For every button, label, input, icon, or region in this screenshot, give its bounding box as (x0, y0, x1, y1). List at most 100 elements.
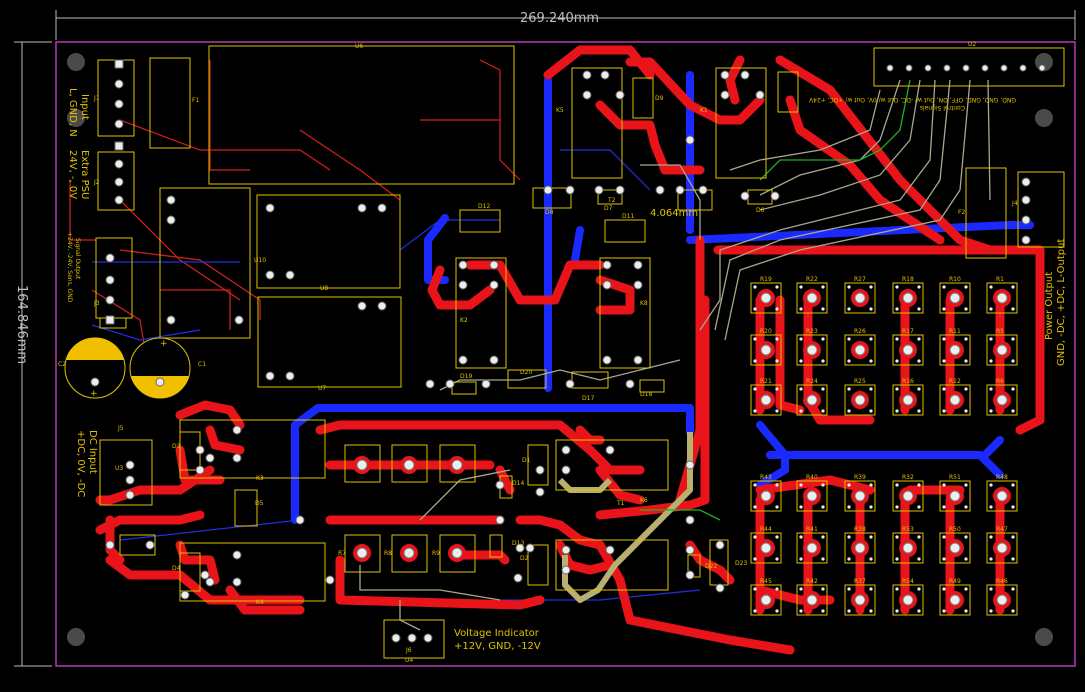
top-resistor: R25 (844, 378, 876, 416)
resistor-ref: R18 (902, 276, 914, 283)
blue-power-traces (291, 71, 1034, 524)
resistor-ref: R25 (854, 378, 866, 385)
ref-label: J2 (93, 179, 100, 186)
ref-label: D7 (604, 205, 613, 212)
bottom-resistor: R54 (892, 578, 924, 616)
bottom-resistor: R41 (796, 526, 828, 564)
resistor-ref: R46 (996, 578, 1008, 585)
bottom-resistor: R39 (844, 474, 876, 512)
ref-label: D12 (478, 203, 490, 210)
top-resistor: R20 (750, 328, 782, 366)
resistor-ref: R49 (949, 578, 961, 585)
ref-label: U8 (320, 285, 328, 292)
resistor-ref: R6 (996, 378, 1004, 385)
height-dimension: 164.846mm (14, 285, 29, 364)
ref-label: D9 (655, 95, 664, 102)
resistor-ref: R1 (996, 276, 1004, 283)
top-resistor: R26 (844, 328, 876, 366)
resistor-ref: R9 (432, 550, 440, 557)
ref-label: J3 (93, 300, 100, 307)
voltage-indicator-pins-label: +12V, GND, -12V (454, 641, 541, 652)
resistor-ref: R50 (949, 526, 961, 533)
dc-input-pins-label: +DC, 0V, -DC (75, 430, 86, 497)
ref-label: D13 (512, 540, 524, 547)
resistor-ref: R43 (760, 474, 772, 481)
signal-output-label: Signal Output (74, 238, 81, 280)
power-output-pins-label: GND, -DC, +DC, L-Output (1056, 239, 1067, 366)
top-resistor: R17 (892, 328, 924, 366)
resistor-ref: R22 (806, 276, 818, 283)
resistor-ref: R41 (806, 526, 818, 533)
bottom-resistor: R37 (844, 578, 876, 616)
top-resistor: R27 (844, 276, 876, 314)
ref-label: U2 (968, 41, 976, 48)
resistor-ref: R17 (902, 328, 914, 335)
ref-label: U10 (254, 257, 266, 264)
bottom-resistor: R47 (986, 526, 1018, 564)
resistor-ref: R44 (760, 526, 772, 533)
ref-label: J6 (405, 647, 412, 654)
resistor-ref: R8 (384, 550, 392, 557)
ref-label: D14 (512, 480, 524, 487)
ref-label: J5 (117, 425, 124, 432)
resistor-ref: R19 (760, 276, 772, 283)
bottom-resistor: R53 (892, 526, 924, 564)
bottom-resistor: R40 (796, 474, 828, 512)
resistor-ref: R24 (806, 378, 818, 385)
resistor-ref: R42 (806, 578, 818, 585)
resistor-ref: R12 (949, 378, 961, 385)
ref-label: D23 (735, 560, 747, 567)
resistor-ref: R51 (949, 474, 961, 481)
signal-output-pins-label: +24V, -24V, Sens, GND (66, 232, 73, 303)
ref-label: T2 (607, 197, 616, 204)
ref-label: F2 (958, 209, 965, 216)
resistor-ref: R7 (338, 550, 346, 557)
control-signals-pins-label: GND, GND, GND, OFF, ON, Out w/ -DC, Out … (808, 96, 1016, 103)
dimension-lines (14, 10, 1076, 667)
bottom-resistor: R50 (939, 526, 971, 564)
input-label: Input (79, 94, 90, 120)
resistor-ref: R37 (854, 578, 866, 585)
resistor-ref: R20 (760, 328, 772, 335)
bottom-resistor: R42 (796, 578, 828, 616)
ref-label: U4 (405, 657, 413, 664)
resistor-ref: R27 (854, 276, 866, 283)
resistor-ref: R48 (996, 474, 1008, 481)
resistor-ref: R53 (902, 526, 914, 533)
mid-resistor (400, 456, 418, 474)
ref-label: D19 (460, 373, 472, 380)
ref-label: D20 (520, 369, 532, 376)
svg-text:+: + (160, 339, 168, 349)
top-resistor: R23 (796, 328, 828, 366)
measure-label: 4.064mm (650, 208, 698, 219)
svg-text:+: + (90, 389, 98, 399)
ref-label: D17 (582, 395, 594, 402)
top-resistor: R16 (892, 378, 924, 416)
capacitors: + + (64, 337, 191, 399)
control-signals-label: Control Signals (920, 104, 965, 111)
power-output-label: Power Output (1044, 272, 1055, 340)
mid-resistor (400, 544, 418, 562)
top-resistor: R18 (892, 276, 924, 314)
width-dimension: 269.240mm (520, 11, 599, 26)
top-resistor: R19 (750, 276, 782, 314)
bottom-resistor: R32 (892, 474, 924, 512)
ref-label: K3 (256, 475, 264, 482)
top-resistor: R10 (939, 276, 971, 314)
resistor-ref: R38 (854, 526, 866, 533)
bottom-resistor: R51 (939, 474, 971, 512)
resistor-ref: R39 (854, 474, 866, 481)
top-resistor: R24 (796, 378, 828, 416)
resistor-ref: R47 (996, 526, 1008, 533)
ref-label: K6 (640, 497, 648, 504)
red-power-traces (95, 45, 1045, 655)
mid-resistor (353, 544, 371, 562)
ref-label: K8 (640, 300, 648, 307)
ref-label: D3 (172, 443, 181, 450)
extra-psu-pins-label: 24V, -, 0V (67, 150, 78, 199)
resistor-ref: R11 (949, 328, 961, 335)
bottom-resistor: R49 (939, 578, 971, 616)
top-resistor: R12 (939, 378, 971, 416)
ref-label: D22 (705, 563, 717, 570)
